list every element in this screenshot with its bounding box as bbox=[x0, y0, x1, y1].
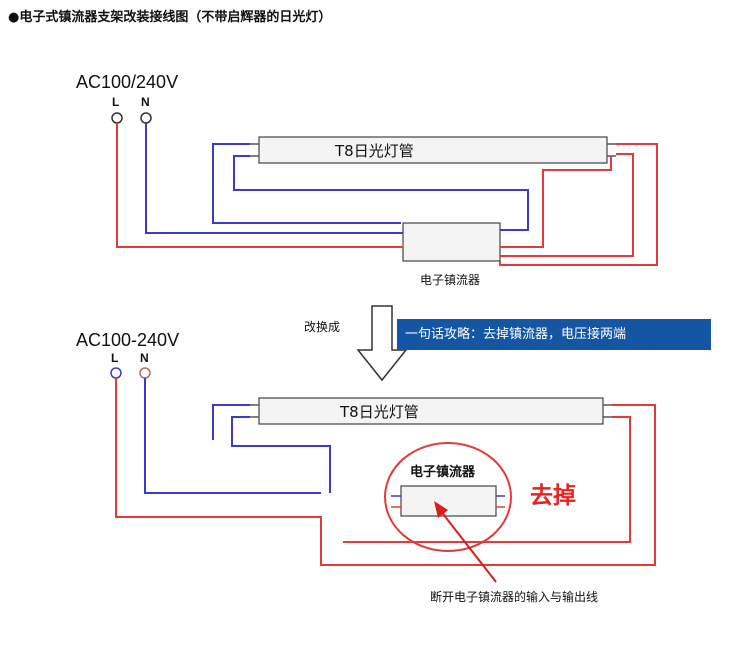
live-wires-top bbox=[116, 123, 658, 266]
neutral-wires-top bbox=[145, 123, 529, 234]
ballast-label-bottom: 电子镇流器 bbox=[410, 465, 476, 480]
tube-label-top: T8日光灯管 bbox=[335, 142, 414, 160]
disconnect-note: 断开电子镇流器的输入与输出线 bbox=[430, 590, 599, 604]
supply-voltage-top: AC100/240V bbox=[76, 72, 179, 92]
pointer-arrow bbox=[439, 509, 497, 583]
terminal-l-bottom bbox=[110, 367, 122, 379]
tip-banner: 一句话攻略：去掉镇流器，电压接两端 bbox=[397, 319, 711, 350]
supply-voltage-bottom: AC100-240V bbox=[76, 330, 180, 350]
neutral-wires-bottom bbox=[144, 378, 331, 494]
ballast-top bbox=[402, 222, 501, 262]
diagram-title: ●电子式镇流器支架改装接线图（不带启辉器的日光灯） bbox=[8, 10, 332, 25]
removal-circle bbox=[384, 442, 512, 552]
terminal-n-bottom bbox=[139, 367, 151, 379]
change-to-label: 改换成 bbox=[304, 320, 341, 334]
tube-top bbox=[258, 136, 608, 164]
remove-label: 去掉 bbox=[530, 483, 576, 509]
down-arrow bbox=[356, 305, 408, 382]
label-l-top: L bbox=[112, 95, 120, 109]
label-n-bottom: N bbox=[140, 351, 149, 365]
tube-label-bottom: T8日光灯管 bbox=[340, 403, 419, 421]
label-n-top: N bbox=[141, 95, 150, 109]
live-wires-bottom bbox=[115, 378, 656, 566]
ballast-label-top: 电子镇流器 bbox=[420, 273, 481, 287]
label-l-bottom: L bbox=[111, 351, 119, 365]
terminal-n-top bbox=[140, 112, 152, 124]
tube-bottom bbox=[258, 397, 604, 425]
ballast-bottom bbox=[400, 485, 497, 517]
terminal-l-top bbox=[111, 112, 123, 124]
